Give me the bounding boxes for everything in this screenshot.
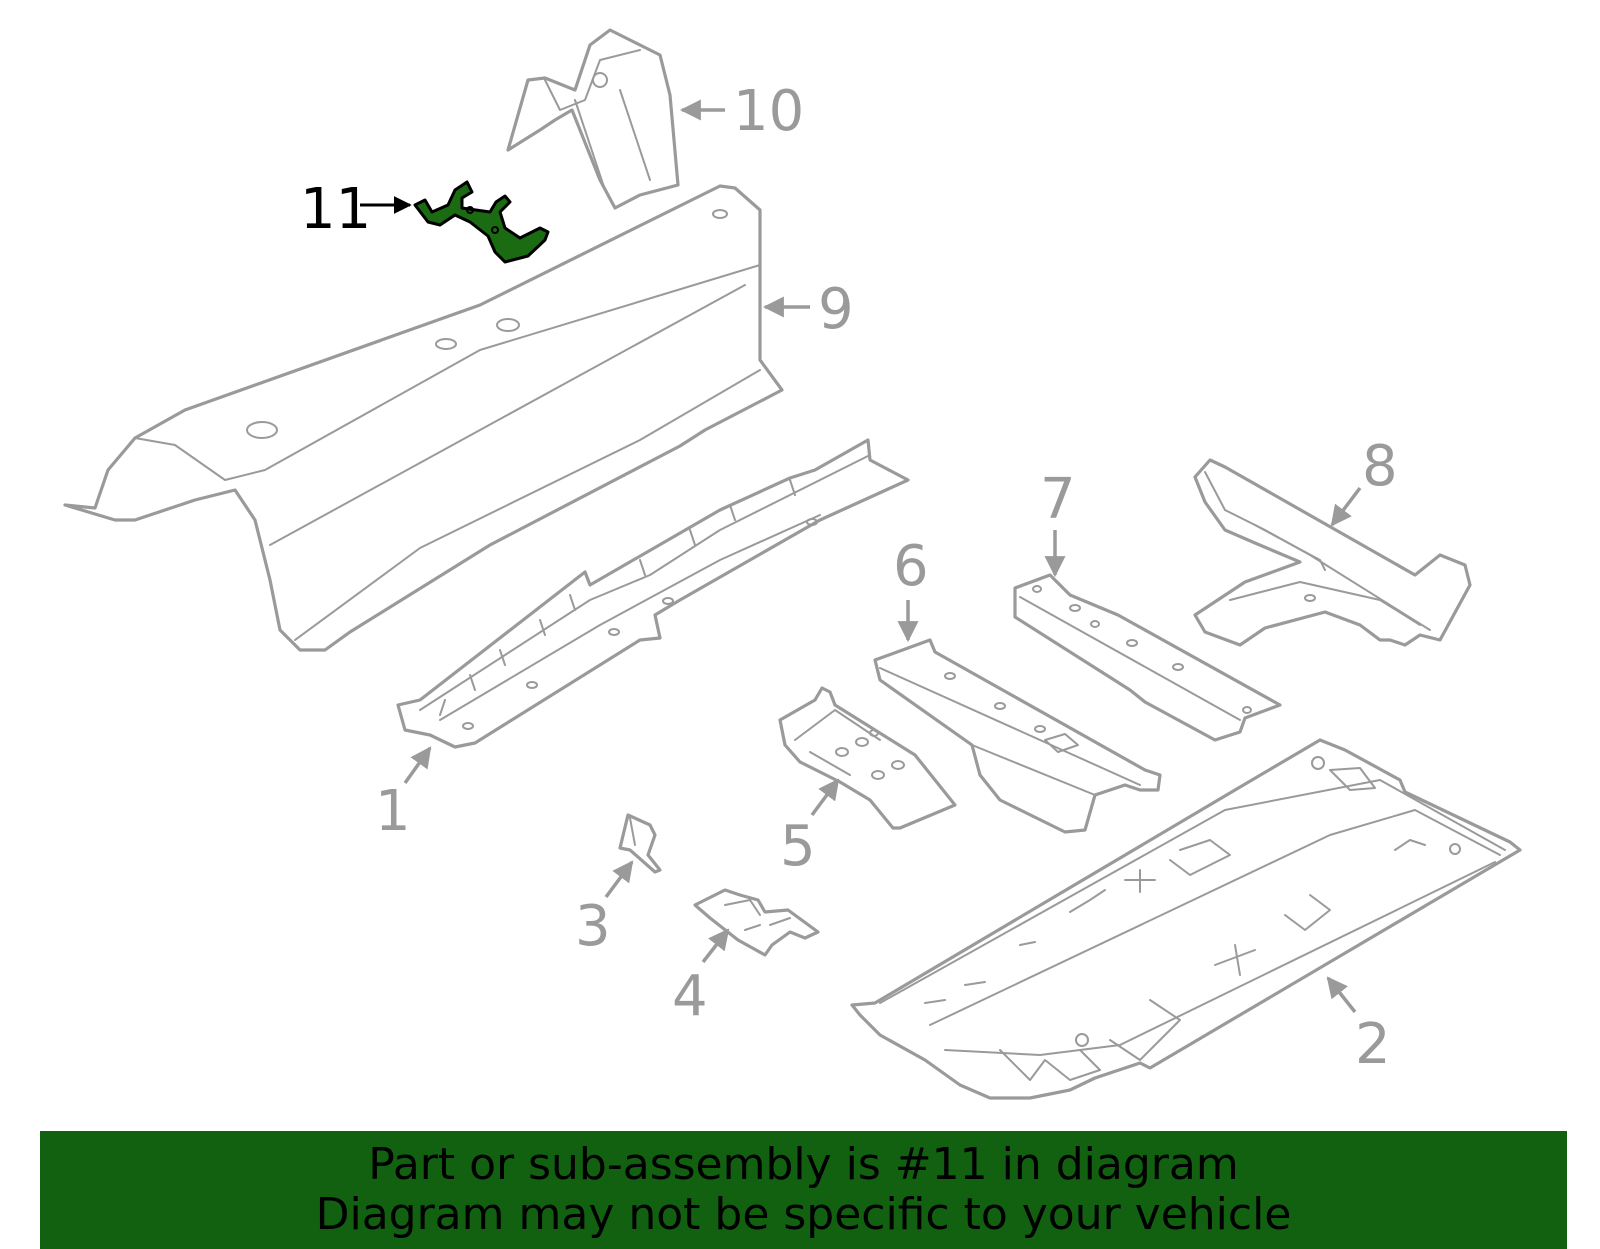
part-10 [506,28,680,210]
callout-5: 5 [780,814,816,879]
part-2 [850,738,1522,1100]
callout-9: 9 [818,277,854,342]
callout-labels: 10 9 11 1 6 7 8 5 3 4 2 [300,79,1398,1077]
part-5 [778,686,957,830]
part-3 [618,813,662,874]
part-8 [1193,458,1472,647]
callout-1: 1 [375,779,411,844]
callout-2: 2 [1355,1012,1391,1077]
callout-6: 6 [893,534,929,599]
part-4 [693,888,820,957]
leader-3 [604,860,634,899]
leader-5 [810,778,840,817]
callout-10: 10 [733,79,804,144]
part-1 [396,438,910,749]
part-7 [1013,573,1282,742]
callout-7: 7 [1040,467,1076,532]
banner-line-2: Diagram may not be specific to your vehi… [315,1189,1292,1240]
part-9 [63,184,784,652]
banner-line-1: Part or sub-assembly is #11 in diagram [368,1139,1239,1190]
callout-3: 3 [575,894,611,959]
leader-2 [1326,976,1357,1014]
leader-8 [1330,486,1362,527]
leader-1 [403,746,432,785]
leader-4 [701,928,730,964]
callout-4: 4 [672,964,708,1029]
callout-11: 11 [300,177,371,242]
part-6 [873,638,1162,834]
part-11-highlighted[interactable] [413,180,550,264]
leader-arrows [360,99,1362,1014]
callout-8: 8 [1362,434,1398,499]
info-banner: Part or sub-assembly is #11 in diagram D… [40,1131,1567,1249]
